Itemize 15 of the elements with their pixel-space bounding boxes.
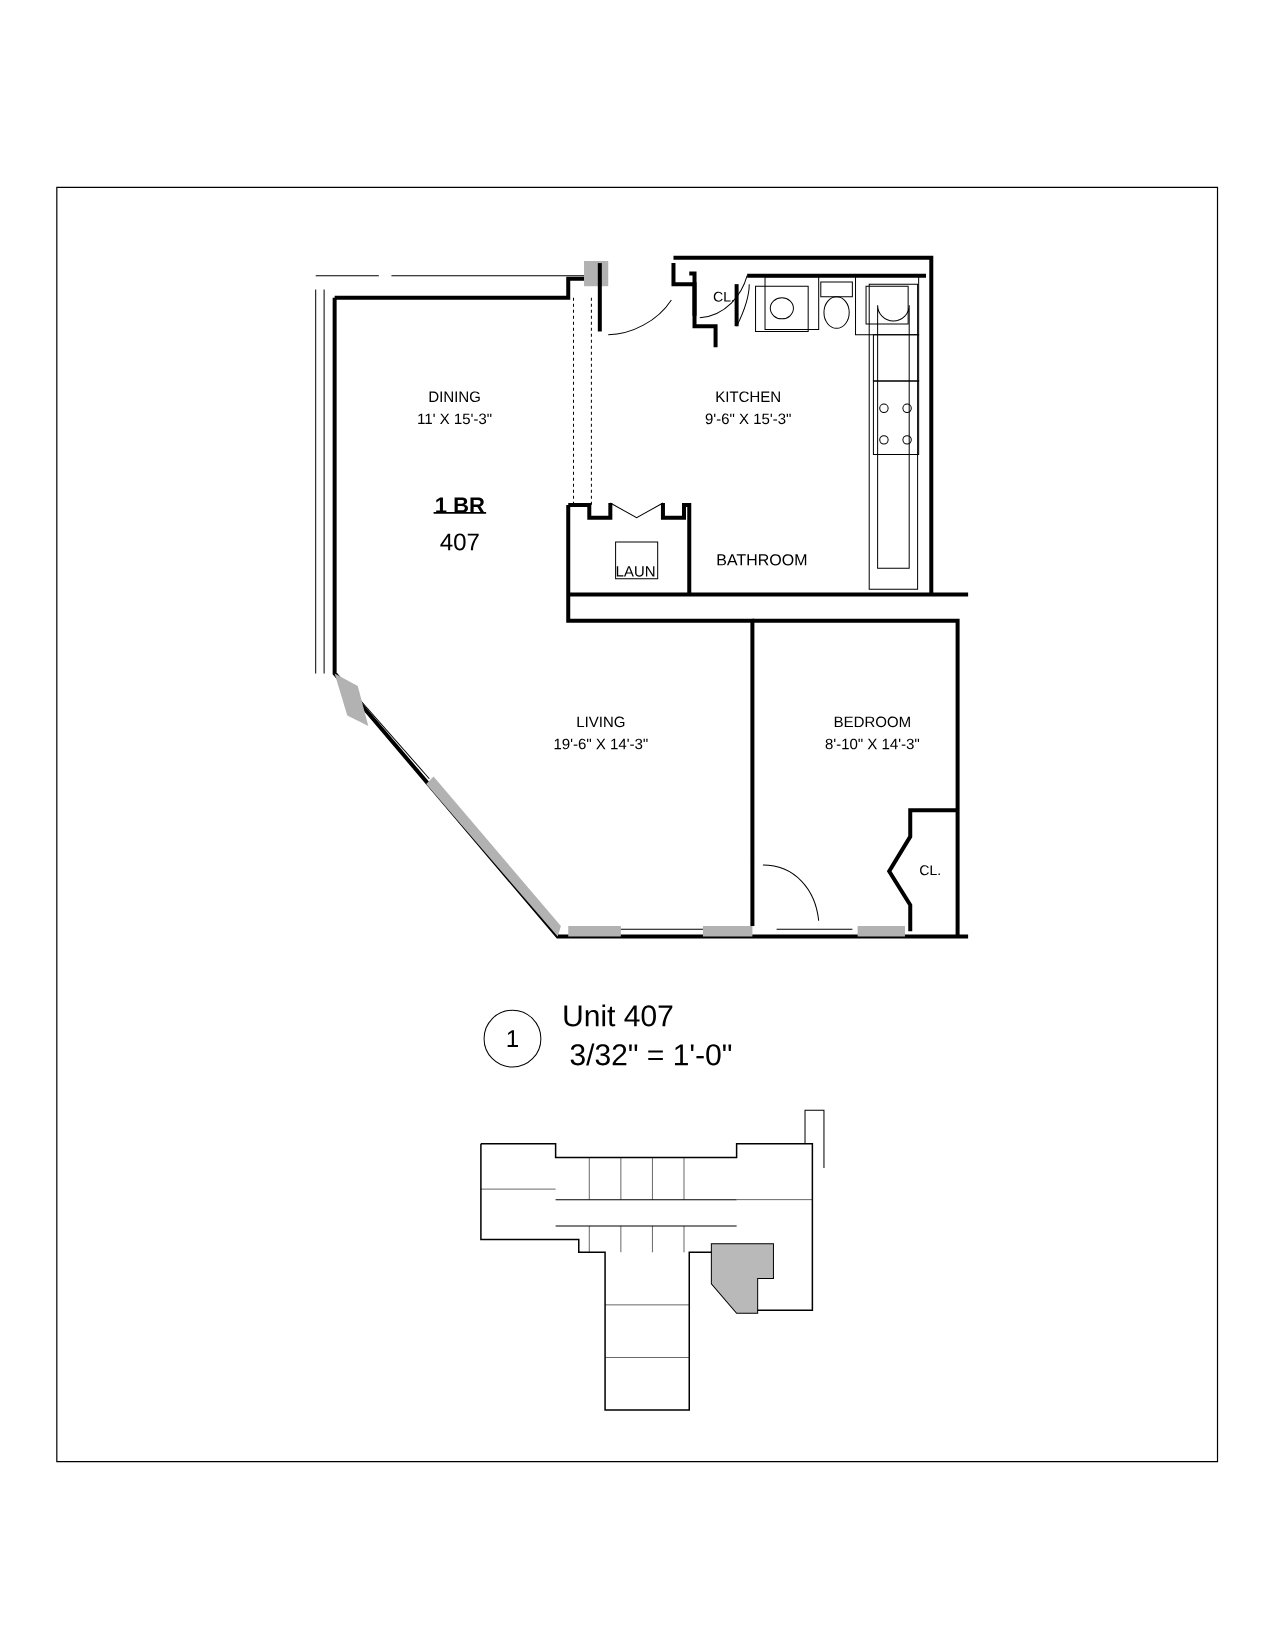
closet-label: CL. (919, 865, 940, 876)
scale-text: 3/32" = 1'-0" (570, 1043, 731, 1066)
dimension-text: 19'-6" X 14'-3" (554, 738, 648, 750)
room-label: LAUN (616, 566, 655, 577)
room-label: KITCHEN (716, 391, 780, 403)
dimension-text: 9'-6" X 15'-3" (705, 413, 791, 425)
dimension-text: 8'-10" X 14'-3" (825, 738, 919, 750)
room-label: BEDROOM (834, 716, 910, 728)
unit-number: 407 (440, 533, 479, 551)
room-label: DINING (429, 391, 480, 403)
drawing-title: Unit 407 (564, 1004, 673, 1027)
room-label: BATHROOM (717, 554, 806, 566)
closet-label: CL. (713, 291, 734, 302)
room-label: LIVING (577, 716, 625, 728)
dimension-text: 11' X 15'-3" (418, 413, 492, 425)
